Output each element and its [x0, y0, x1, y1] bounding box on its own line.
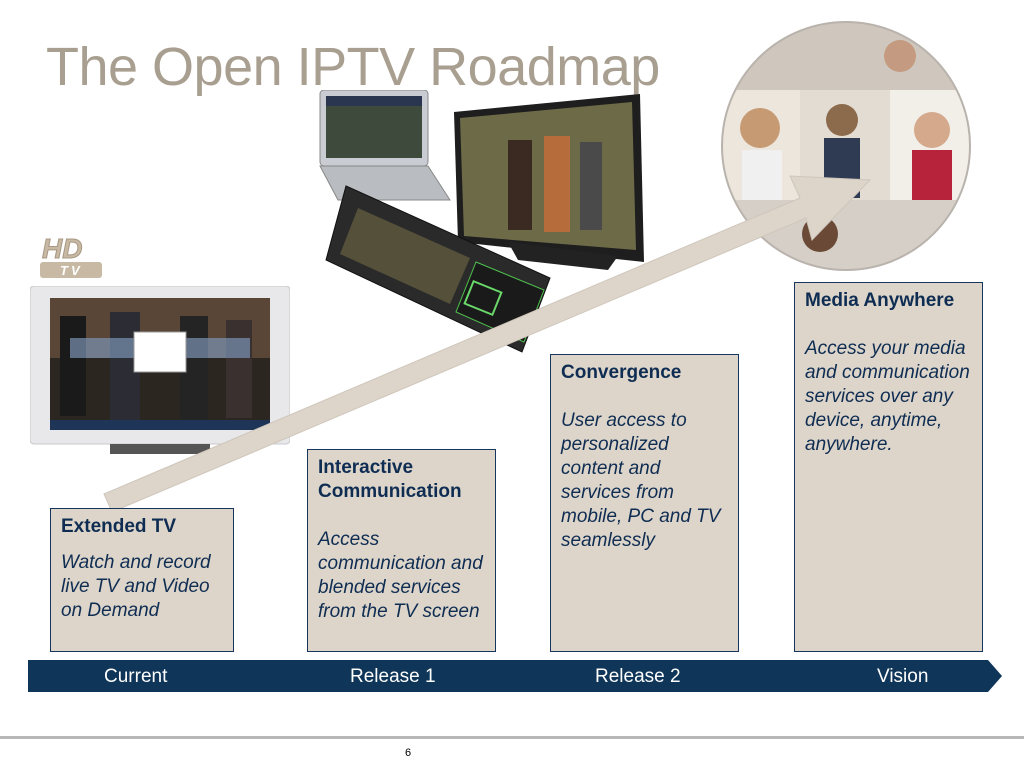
timeline-label-current: Current: [104, 666, 168, 687]
stage-box-interactive-communication: Interactive Communication Access communi…: [307, 449, 496, 652]
stage-description: Access communication and blended service…: [318, 529, 483, 622]
hd-logo-text: HD: [42, 233, 82, 264]
hd-tv-logo: HD TV: [38, 232, 106, 282]
stage-description: Watch and record live TV and Video on De…: [61, 552, 211, 621]
timeline-label-release-2: Release 2: [595, 666, 681, 687]
timeline-bar: Current Release 1 Release 2 Vision: [28, 660, 1002, 692]
slide-title: The Open IPTV Roadmap: [46, 37, 660, 97]
timeline-label-vision: Vision: [877, 666, 929, 687]
stage-heading: Convergence: [561, 362, 682, 383]
stage-box-media-anywhere: Media Anywhere Access your media and com…: [794, 282, 983, 652]
hd-television-image: [29, 285, 291, 454]
page-number: 6: [405, 747, 412, 759]
stage-box-convergence: Convergence User access to personalized …: [550, 354, 739, 652]
stage-box-extended-tv: Extended TV Watch and record live TV and…: [50, 508, 234, 652]
stage-heading: Extended TV: [61, 516, 177, 537]
devices-image: [318, 89, 648, 360]
footer-divider: [0, 736, 1024, 739]
stage-heading: Media Anywhere: [805, 290, 955, 311]
people-collage-image: [720, 20, 972, 272]
stage-description: Access your media and communication serv…: [805, 338, 970, 455]
tv-logo-text: TV: [60, 263, 83, 278]
stage-heading: Interactive Communication: [318, 457, 462, 502]
timeline-label-release-1: Release 1: [350, 666, 436, 687]
stage-description: User access to personalized content and …: [561, 410, 721, 551]
